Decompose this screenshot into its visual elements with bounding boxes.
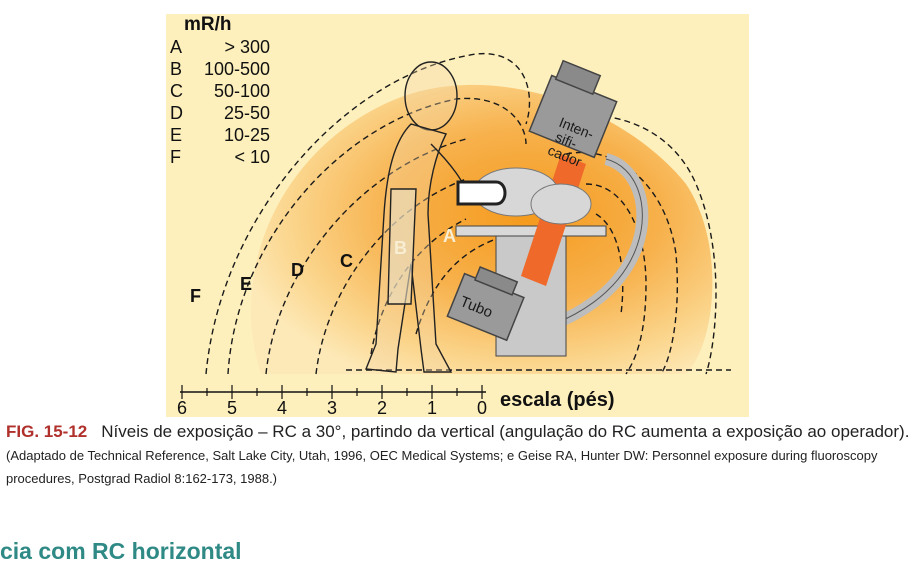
figure-caption: FIG. 15-12 Níveis de exposição – RC a 30°… — [6, 420, 911, 489]
isodose-f — [205, 53, 531, 375]
legend-zone-a: A — [170, 37, 182, 57]
scale-tick-labels: 6 5 4 3 2 1 0 — [177, 398, 487, 417]
isodose-b — [370, 218, 467, 355]
isodose-a — [415, 238, 497, 335]
operator-head — [404, 61, 458, 131]
scale-tick-label-6: 6 — [177, 398, 187, 417]
caption-credits: (Adaptado de Technical Reference, Salt L… — [6, 448, 878, 486]
isodose-e — [227, 97, 527, 375]
legend-range-c: 50-100 — [214, 81, 270, 101]
scale-tick-marks — [181, 385, 483, 399]
scale-tick-label-3: 3 — [327, 398, 337, 417]
operator-figure — [365, 61, 467, 373]
legend-zone-c: C — [170, 81, 183, 101]
distance-scale: 6 5 4 3 2 1 0 escala (pés) — [177, 385, 615, 417]
zone-label-f: F — [190, 286, 201, 306]
isodose-c — [315, 178, 467, 375]
zone-label-e: E — [240, 274, 252, 294]
legend-range-d: 25-50 — [224, 103, 270, 123]
zone-label-c: C — [340, 251, 353, 271]
isodose-d — [265, 138, 467, 375]
isodose-right-inner — [585, 183, 647, 375]
isodose-right-core — [595, 213, 624, 315]
legend-range-b: 100-500 — [204, 59, 270, 79]
scale-tick-label-0: 0 — [477, 398, 487, 417]
zone-label-a: A — [443, 226, 456, 246]
scale-tick-label-4: 4 — [277, 398, 287, 417]
intensifier — [528, 59, 618, 159]
operator-apron — [387, 188, 417, 305]
exposure-figure: Inten- sifi- cador Tubo mR/h A > 300 B 1… — [166, 14, 749, 417]
figure-number: FIG. 15-12 — [6, 422, 88, 441]
exposure-diagram: Inten- sifi- cador Tubo mR/h A > 300 B 1… — [166, 14, 749, 417]
intensifier-label: Inten- sifi- cador — [546, 114, 600, 172]
zone-labels: A B C D E F — [190, 226, 456, 306]
caption-main: Níveis de exposição – RC a 30°, partindo… — [101, 422, 910, 441]
table-top — [455, 225, 607, 237]
legend: mR/h A > 300 B 100-500 C 50-100 D 25-50 … — [170, 14, 270, 167]
scale-tick-label-2: 2 — [377, 398, 387, 417]
scale-label: escala (pés) — [500, 389, 615, 411]
zone-label-d: D — [291, 260, 304, 280]
tube-collimator — [473, 266, 519, 296]
legend-zone-f: F — [170, 147, 181, 167]
zone-label-b: B — [394, 238, 407, 258]
scale-tick-label-5: 5 — [227, 398, 237, 417]
legend-range-f: < 10 — [234, 147, 270, 167]
intensifier-top — [554, 59, 602, 96]
scale-tick-label-1: 1 — [427, 398, 437, 417]
operator-hand — [456, 180, 507, 206]
xray-tube — [446, 266, 525, 342]
legend-zone-e: E — [170, 125, 182, 145]
patient-body-2 — [530, 183, 592, 225]
legend-unit: mR/h — [184, 14, 232, 35]
section-heading: cia com RC horizontal — [0, 538, 242, 564]
legend-range-a: > 300 — [224, 37, 270, 57]
legend-zone-d: D — [170, 103, 183, 123]
legend-range-e: 10-25 — [224, 125, 270, 145]
legend-zone-b: B — [170, 59, 182, 79]
